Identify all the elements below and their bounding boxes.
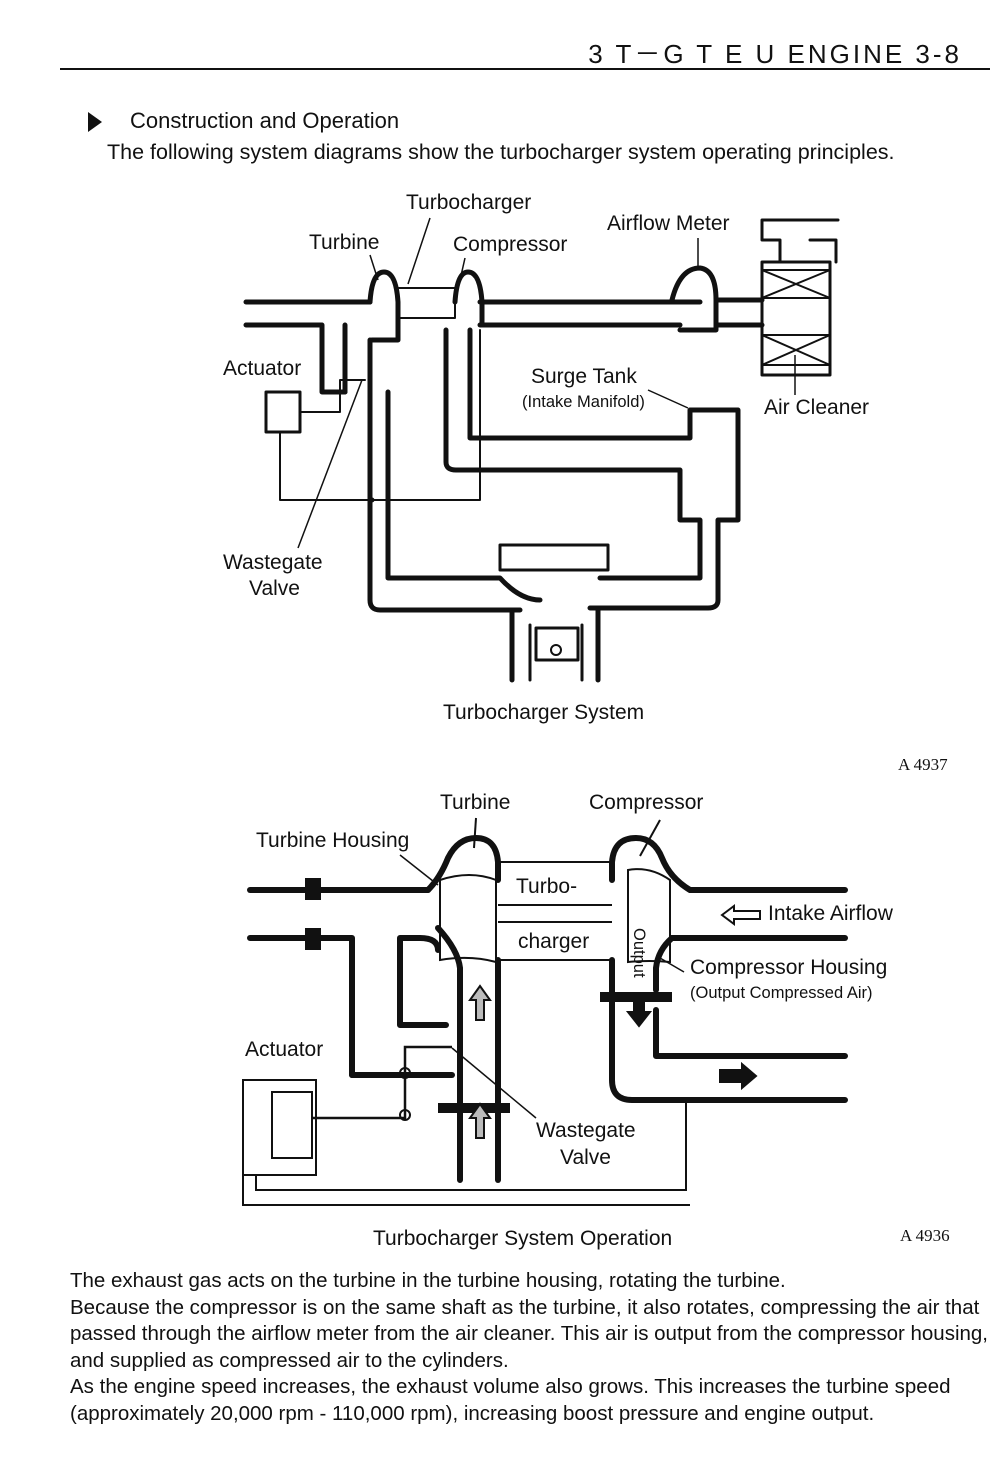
intro-text: The following system diagrams show the t… <box>107 140 895 164</box>
label-turbo-line1: Turbo- <box>516 875 578 898</box>
flange-left-top <box>305 878 321 900</box>
diagram1-code: A 4937 <box>898 755 948 774</box>
flange-turbine-outlet <box>438 1103 510 1113</box>
label-surge-tank: Surge Tank <box>531 365 637 388</box>
intake-pipe-inner <box>467 327 741 611</box>
triangle-bullet-icon <box>88 112 102 132</box>
linkage-pivot <box>399 1067 411 1079</box>
bypass-channel <box>397 935 449 1028</box>
compressor-wheel <box>627 868 671 964</box>
actuator-hose <box>255 1100 687 1191</box>
leader-turbine <box>369 254 379 281</box>
label-wastegate-2-line1: Wastegate <box>536 1119 636 1142</box>
output-arrow-icon <box>625 999 653 1028</box>
label-turbine-2: Turbine <box>440 791 511 814</box>
compressor-housing <box>609 835 848 893</box>
leader-turbocharger <box>407 217 431 285</box>
turbine-housing <box>425 835 501 893</box>
section-title: Construction and Operation <box>130 108 400 133</box>
label-airflow-meter: Airflow Meter <box>607 212 730 235</box>
leader-compressor <box>639 819 661 857</box>
leader-turbine-housing <box>399 854 439 886</box>
label-actuator-2: Actuator <box>245 1038 324 1061</box>
shaft-box <box>498 861 612 961</box>
body-paragraph-2: Because the compressor is on the same sh… <box>70 1295 989 1372</box>
label-turbocharger: Turbocharger <box>406 191 532 214</box>
cylinder-inner-walls <box>528 623 584 682</box>
turbine-housing-inner <box>435 925 463 1183</box>
linkage-pivot-lower <box>399 1109 411 1121</box>
actuator-rod <box>312 1045 452 1120</box>
label-wastegate-line1: Wastegate <box>223 551 323 574</box>
label-compressor-2: Compressor <box>589 791 704 814</box>
actuator-box <box>242 1079 317 1176</box>
leader-wastegate <box>451 1047 537 1119</box>
air-cleaner-inlet <box>760 218 840 264</box>
label-output-compressed-air: (Output Compressed Air) <box>690 984 873 1002</box>
leader-compressor-housing <box>659 957 685 973</box>
label-actuator: Actuator <box>223 357 302 380</box>
exhaust-pipe-inner <box>367 497 523 613</box>
air-cleaner-element-bottom <box>761 334 831 366</box>
engine-head <box>498 543 610 572</box>
flange-left-lower <box>305 928 321 950</box>
exhaust-up-arrow-lower-icon <box>468 1102 492 1139</box>
cylinder-walls <box>509 607 601 683</box>
compressor-housing-shape <box>452 269 485 328</box>
turbine-wheel <box>439 874 497 964</box>
air-cleaner-element-top <box>761 269 831 299</box>
duct-lower-line <box>243 322 348 395</box>
flange-compressor <box>600 992 672 1002</box>
label-wastegate-2-line2: Valve <box>560 1146 611 1169</box>
label-intake-manifold: (Intake Manifold) <box>522 393 645 411</box>
leader-surge-tank <box>647 389 689 409</box>
diagram1-caption: Turbocharger System <box>443 701 645 724</box>
diagram2-code: A 4936 <box>900 1226 950 1245</box>
actuator-hose <box>279 329 481 501</box>
actuator-rod <box>299 379 366 413</box>
diagram2-caption: Turbocharger System Operation <box>373 1227 673 1250</box>
shaft-box <box>397 287 456 319</box>
body-text: The exhaust gas acts on the turbine in t… <box>70 1268 990 1428</box>
airflow-meter-body <box>669 265 719 333</box>
leader-wastegate <box>297 379 363 549</box>
label-air-cleaner: Air Cleaner <box>764 396 870 419</box>
label-intake-airflow: Intake Airflow <box>768 902 893 925</box>
leader-turbine <box>473 817 477 849</box>
outflow-arrow-icon <box>719 1061 758 1091</box>
label-turbine-housing: Turbine Housing <box>256 829 410 852</box>
exhaust-up-arrow-icon <box>468 984 492 1021</box>
actuator-hose-outer <box>242 1175 690 1206</box>
page-header-title: 3 T－G T E U ENGINE 3-8 <box>588 39 962 69</box>
intake-airflow-arrow-icon <box>720 904 761 926</box>
header-rule <box>60 68 990 70</box>
duct-to-cleaner <box>713 297 765 328</box>
actuator-body <box>264 390 302 434</box>
piston-pin <box>550 644 562 656</box>
label-turbo-line2: charger <box>518 930 590 953</box>
piston <box>534 626 580 662</box>
label-output-vertical: Output <box>630 928 648 978</box>
leader-compressor <box>459 257 466 281</box>
label-wastegate-line2: Valve <box>249 577 300 600</box>
exhaust-pipe-outer <box>385 389 543 603</box>
compressor-outlet <box>609 957 848 1103</box>
label-compressor: Compressor <box>453 233 568 256</box>
actuator-capsule <box>271 1091 313 1159</box>
label-compressor-housing: Compressor Housing <box>690 956 888 979</box>
label-turbine: Turbine <box>309 231 380 254</box>
body-paragraph-3: As the engine speed increases, the exhau… <box>70 1375 951 1425</box>
body-paragraph-1: The exhaust gas acts on the turbine in t… <box>70 1269 786 1292</box>
intake-pipe-outer <box>443 327 703 581</box>
